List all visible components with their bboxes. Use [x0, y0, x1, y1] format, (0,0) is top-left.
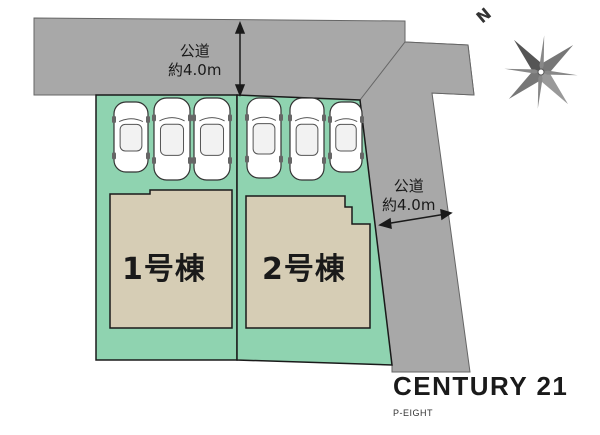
road-right-label-line2: 約4.0m — [382, 196, 436, 214]
logo-brand: CENTURY 21 — [393, 371, 569, 401]
road-top-label: 公道 約4.0m — [168, 42, 221, 80]
building-2-label: 2号棟 — [262, 252, 346, 287]
car-icon — [328, 101, 364, 173]
road-top-width-arrow — [234, 20, 246, 98]
road-right-label: 公道 約4.0m — [382, 177, 435, 215]
compass-icon — [504, 35, 578, 109]
road-right-label-line1: 公道 — [393, 177, 424, 195]
century21-logo: CENTURY 21 P-EIGHT — [393, 371, 593, 418]
road-right-width-arrow — [378, 208, 453, 230]
car-icon — [192, 97, 232, 181]
building-1-label: 1号棟 — [122, 252, 206, 287]
building-2 — [245, 195, 371, 329]
car-icon — [112, 101, 150, 173]
car-icon — [245, 97, 283, 179]
building-1 — [109, 189, 233, 329]
road-top-label-line2: 約4.0m — [168, 61, 222, 79]
road-top-label-line1: 公道 — [179, 42, 210, 60]
parking-cars — [112, 97, 364, 181]
logo-sub: P-EIGHT — [393, 408, 434, 418]
car-icon — [288, 97, 326, 181]
car-icon — [152, 97, 192, 181]
